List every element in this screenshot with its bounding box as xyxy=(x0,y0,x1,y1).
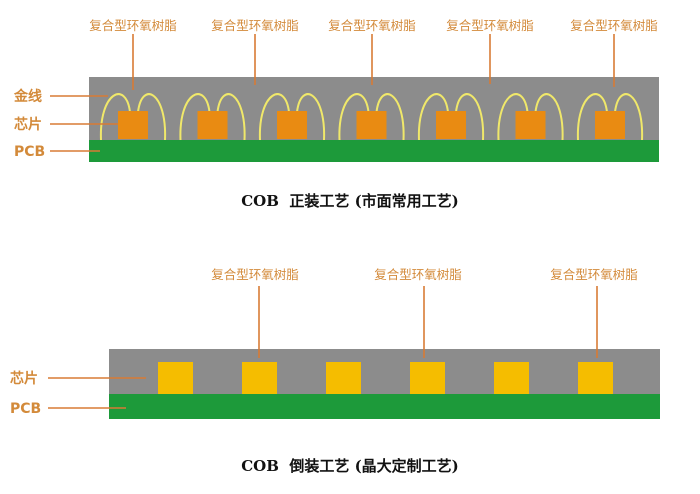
bottom-chip xyxy=(158,362,193,394)
top-resin-label-4: 复合型环氧树脂 xyxy=(446,18,534,33)
top-chip xyxy=(515,111,546,139)
gold-wire xyxy=(497,93,529,141)
gold-wire xyxy=(375,93,405,141)
gold-wire xyxy=(179,93,211,141)
gold-wire xyxy=(614,93,644,141)
gold-wire xyxy=(137,93,167,141)
gold-wire xyxy=(296,93,326,141)
bottom-label-chip: 芯片 xyxy=(10,370,38,387)
gold-wire xyxy=(258,93,290,141)
top-chips xyxy=(118,111,625,139)
top-chip xyxy=(356,111,387,139)
top-diagram: 复合型环氧树脂 复合型环氧树脂 复合型环氧树脂 复合型环氧树脂 复合型环氧树脂 … xyxy=(13,18,659,210)
top-resin-label-2: 复合型环氧树脂 xyxy=(211,18,299,33)
bottom-resin-label-1: 复合型环氧树脂 xyxy=(211,267,299,282)
gold-wire xyxy=(576,93,608,141)
bottom-label-pcb: PCB xyxy=(10,401,41,417)
top-caption: COB 正装工艺 (市面常用工艺) xyxy=(241,192,459,210)
top-gold-wires xyxy=(99,93,644,141)
gold-wire xyxy=(338,93,370,141)
top-chip xyxy=(277,111,307,139)
bottom-resin-leaders xyxy=(258,286,598,358)
top-label-pcb: PCB xyxy=(14,144,45,160)
top-resin-label-3: 复合型环氧树脂 xyxy=(328,18,416,33)
top-chip xyxy=(197,111,228,139)
bottom-resin-label-2: 复合型环氧树脂 xyxy=(374,267,462,282)
top-resin-leaders xyxy=(132,34,615,90)
top-resin-label-1: 复合型环氧树脂 xyxy=(89,18,177,33)
top-chip xyxy=(118,111,148,139)
bottom-resin-layer xyxy=(109,349,660,395)
bottom-resin-label-3: 复合型环氧树脂 xyxy=(550,267,638,282)
bottom-diagram: 复合型环氧树脂 复合型环氧树脂 复合型环氧树脂 芯片 PCB COB 倒装工艺 … xyxy=(10,267,660,475)
bottom-chip xyxy=(242,362,277,394)
bottom-chip xyxy=(494,362,529,394)
gold-wire xyxy=(455,93,485,141)
bottom-chip xyxy=(326,362,361,394)
top-label-chip: 芯片 xyxy=(14,116,42,133)
top-label-wire: 金线 xyxy=(13,88,42,105)
top-chip xyxy=(595,111,625,139)
bottom-pcb-layer xyxy=(109,394,660,419)
gold-wire xyxy=(216,93,246,141)
top-resin-label-5: 复合型环氧树脂 xyxy=(570,18,658,33)
top-chip xyxy=(436,111,466,139)
gold-wire xyxy=(534,93,564,141)
gold-wire xyxy=(417,93,449,141)
bottom-chip xyxy=(410,362,445,394)
gold-wire xyxy=(99,93,131,141)
bottom-chips xyxy=(158,362,613,394)
bottom-caption: COB 倒装工艺 (晶大定制工艺) xyxy=(241,457,459,475)
top-pcb-layer xyxy=(89,140,659,162)
bottom-chip xyxy=(578,362,613,394)
